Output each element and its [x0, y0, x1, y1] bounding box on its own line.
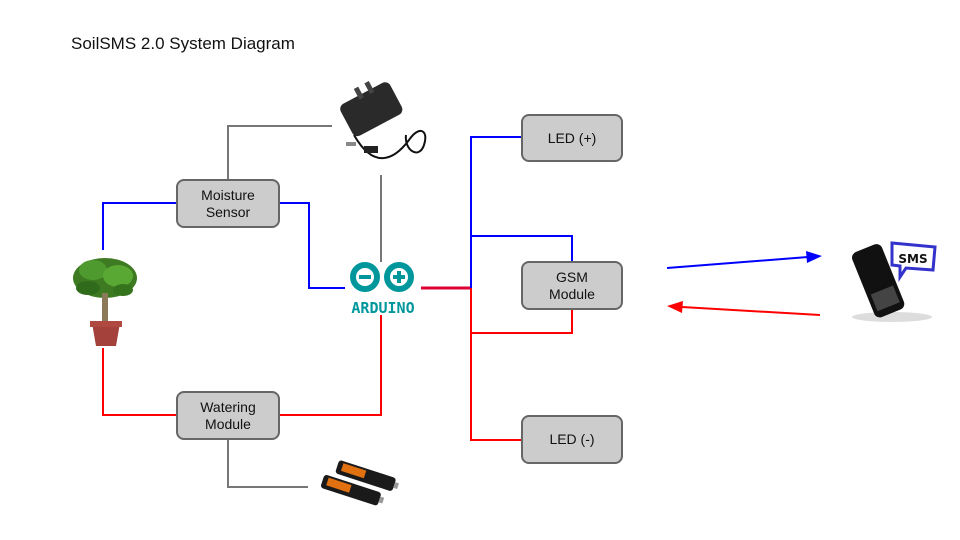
- led-minus-label: LED (-): [549, 431, 595, 447]
- plant-image: [68, 248, 143, 348]
- arduino-node[interactable]: ARDUINO: [343, 262, 423, 317]
- phone-image: SMS: [840, 235, 945, 325]
- wire-bus-gsm-signal: [471, 235, 573, 262]
- arrowhead-blue: [806, 251, 822, 263]
- power-adapter-icon: [340, 81, 427, 160]
- arduino-label: ARDUINO: [351, 299, 414, 317]
- wire-moisture-arduino: [278, 202, 345, 289]
- watering-module-label: Watering Module: [200, 398, 256, 432]
- arduino-logo-icon: ARDUINO: [350, 262, 415, 317]
- arrow-gsm-to-phone: [666, 256, 809, 269]
- led-plus-label: LED (+): [547, 129, 597, 146]
- wire-bus-gsm-power: [471, 310, 573, 334]
- moisture-sensor-label: Moisture Sensor: [201, 186, 255, 220]
- power-adapter-image: [334, 80, 434, 175]
- wire-watering-arduino: [278, 315, 382, 416]
- led-plus-node[interactable]: LED (+): [521, 114, 623, 162]
- gsm-module-node[interactable]: GSM Module: [521, 261, 623, 310]
- moisture-sensor-node[interactable]: Moisture Sensor: [176, 179, 280, 228]
- arrow-phone-to-gsm: [681, 306, 821, 316]
- arrowhead-red: [667, 301, 683, 313]
- wire-plant-watering: [102, 348, 178, 416]
- sms-label: SMS: [898, 252, 927, 266]
- wire-bus-led-minus: [470, 288, 522, 441]
- led-minus-node[interactable]: LED (-): [521, 415, 623, 464]
- watering-module-node[interactable]: Watering Module: [176, 391, 280, 440]
- batteries-image: [310, 455, 405, 515]
- sms-phone-icon: SMS: [852, 241, 937, 322]
- wire-watering-batteries: [227, 439, 308, 488]
- wire-bus-led-plus: [470, 136, 522, 288]
- aa-batteries-icon: [321, 460, 399, 506]
- wire-moisture-adapter: [227, 125, 332, 180]
- wire-plant-moisture: [102, 202, 178, 250]
- gsm-module-label: GSM Module: [549, 268, 595, 302]
- diagram-title: SoilSMS 2.0 System Diagram: [71, 34, 295, 53]
- potted-plant-icon: [73, 258, 137, 346]
